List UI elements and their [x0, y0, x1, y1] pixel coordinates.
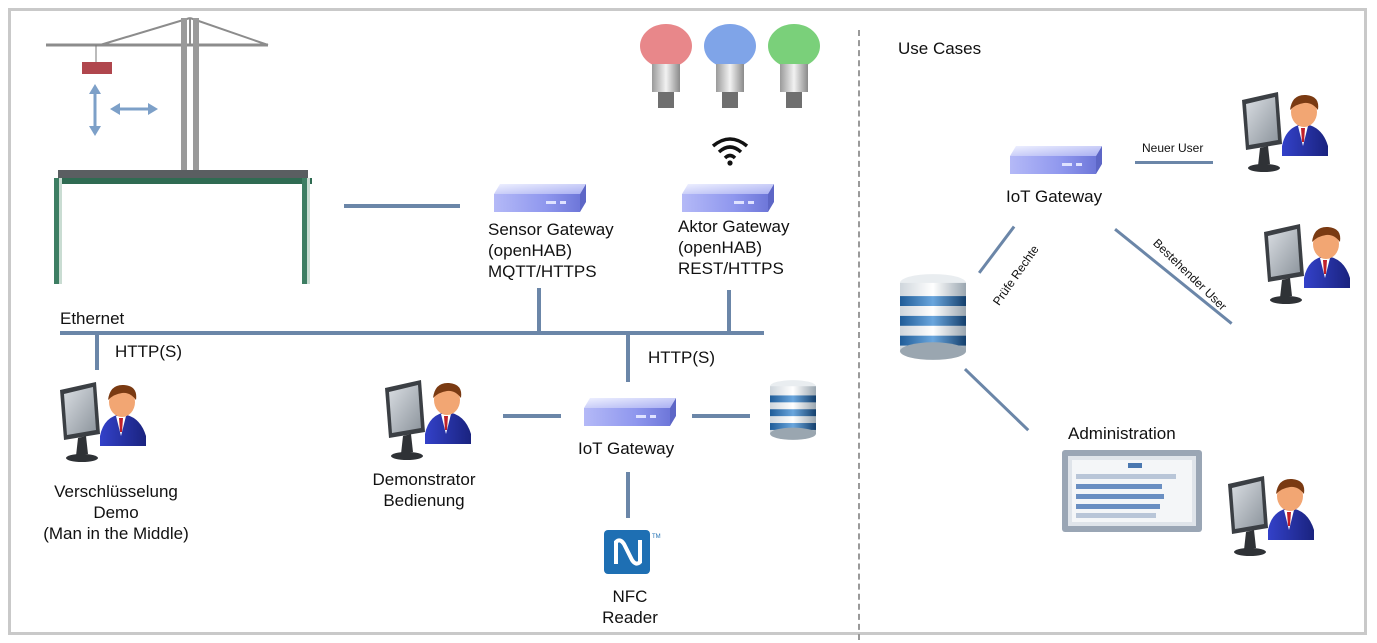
database-icon: [770, 380, 816, 440]
gateway-to-db-line: [692, 414, 750, 418]
wifi-icon: [711, 137, 749, 166]
nfc-reader-label: NFC Reader: [602, 587, 658, 627]
crane-to-sensor-line: [344, 204, 460, 208]
encryption-demo-label: Verschlüsselung Demo (Man in the Middle): [43, 482, 189, 543]
demonstrator-label: Demonstrator Bedienung: [372, 470, 476, 510]
use-cases-title: Use Cases: [898, 39, 982, 58]
user-at-computer-icon: [385, 380, 471, 460]
demonstrator-to-gateway-line: [503, 414, 561, 418]
ethernet-bus-line: [60, 331, 764, 335]
diagram-frame: [8, 8, 1367, 635]
svg-text:TM: TM: [652, 534, 661, 540]
actor-to-bus-line: [727, 290, 731, 332]
iot-gateway-icon: [584, 398, 676, 426]
sensor-gateway-icon: [494, 184, 586, 212]
ethernet-label: Ethernet: [60, 309, 125, 328]
section-divider: [858, 30, 860, 640]
database-icon: [900, 274, 966, 360]
user-at-computer-icon: [1264, 224, 1350, 304]
user-at-computer-icon: [60, 382, 146, 462]
administration-label: Administration: [1068, 424, 1176, 443]
new-user-label: Neuer User: [1142, 141, 1204, 155]
http-mid-label: HTTP(S): [648, 348, 716, 367]
sensor-gateway-label: Sensor Gateway (openHAB) MQTT/HTTPS: [488, 220, 614, 281]
bus-to-encryption-line: [95, 334, 99, 370]
right-iot-gateway-label: IoT Gateway: [1006, 187, 1103, 206]
user-at-computer-icon: [1228, 476, 1314, 556]
iot-gateway-icon: [1010, 146, 1102, 174]
actor-gateway-icon: [682, 184, 774, 212]
actor-gateway-label: Aktor Gateway (openHAB) REST/HTTPS: [678, 217, 790, 278]
iot-gateway-label: IoT Gateway: [578, 439, 675, 458]
http-left-label: HTTP(S): [115, 342, 183, 361]
nfc-icon: TM: [604, 530, 661, 574]
bus-to-iot-gateway-line: [626, 334, 630, 382]
crane-icon: [46, 17, 312, 284]
smart-bulbs-icon: [640, 24, 820, 108]
sensor-to-bus-line: [537, 288, 541, 332]
gateway-to-new-user-line: [1135, 161, 1213, 164]
gateway-to-nfc-line: [626, 472, 630, 518]
admin-screen-icon: [1062, 450, 1202, 532]
user-at-computer-icon: [1242, 92, 1328, 172]
